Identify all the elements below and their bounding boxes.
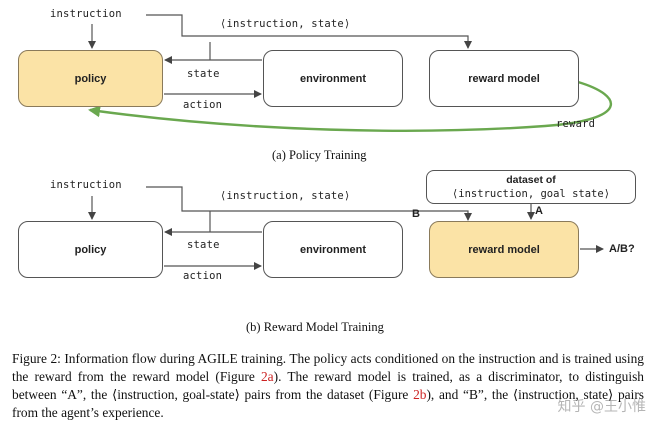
watermark: 知乎 @王小惟 bbox=[557, 399, 646, 415]
reward-model-box-a: reward model bbox=[429, 50, 579, 107]
environment-box-b: environment bbox=[263, 221, 403, 278]
reward-model-box-a-label: reward model bbox=[468, 72, 540, 85]
label-a-action: action bbox=[183, 99, 223, 111]
environment-box-a: environment bbox=[263, 50, 403, 107]
figure-ref-2b[interactable]: 2b bbox=[413, 387, 427, 402]
dataset-title: dataset of bbox=[506, 174, 556, 186]
reward-model-box-b-label: reward model bbox=[468, 243, 540, 256]
label-a-instruction: instruction bbox=[50, 8, 122, 20]
label-b-action: action bbox=[183, 270, 223, 282]
reward-model-box-b: reward model bbox=[429, 221, 579, 278]
diagram-a-connectors bbox=[88, 14, 472, 98]
arrow-a-instruction-to-reward bbox=[146, 14, 472, 49]
policy-box-a-label: policy bbox=[74, 72, 107, 85]
arrow-a-reward bbox=[88, 80, 613, 132]
policy-box-a: policy bbox=[18, 50, 163, 107]
label-b-state: state bbox=[187, 239, 220, 251]
label-a-instruction-state: ⟨instruction, state⟩ bbox=[220, 18, 351, 30]
dataset-body: ⟨instruction, goal state⟩ bbox=[451, 188, 611, 200]
caption-tail: ), and “B”, the ⟨instruction, state⟩ pai… bbox=[12, 387, 644, 420]
policy-box-b: policy bbox=[18, 221, 163, 278]
figure-ref-2a[interactable]: 2a bbox=[260, 369, 274, 384]
label-b-instruction: instruction bbox=[50, 179, 122, 191]
policy-box-b-label: policy bbox=[74, 243, 107, 256]
diagram-b-connectors bbox=[88, 186, 604, 270]
label-b-instruction-state: ⟨instruction, state⟩ bbox=[220, 190, 351, 202]
subcaption-a: (a) Policy Training bbox=[272, 148, 367, 162]
environment-box-a-label: environment bbox=[299, 72, 366, 85]
figure-caption: Figure 2: Information flow during AGILE … bbox=[12, 350, 644, 422]
label-b-output: A/B? bbox=[609, 243, 635, 255]
dataset-box-b: dataset of ⟨instruction, goal state⟩ bbox=[426, 170, 636, 204]
label-b-B: B bbox=[412, 208, 420, 220]
caption-mid: ). The reward model is trained, as a dis… bbox=[12, 369, 644, 402]
label-a-reward: reward bbox=[556, 118, 596, 130]
subcaption-b: (b) Reward Model Training bbox=[246, 320, 384, 334]
label-a-state: state bbox=[187, 68, 220, 80]
arrow-b-instruction-to-reward bbox=[146, 186, 472, 221]
caption-lead: Figure 2: Information flow during AGILE … bbox=[12, 351, 644, 384]
label-b-A: A bbox=[535, 205, 543, 217]
environment-box-b-label: environment bbox=[299, 243, 366, 256]
